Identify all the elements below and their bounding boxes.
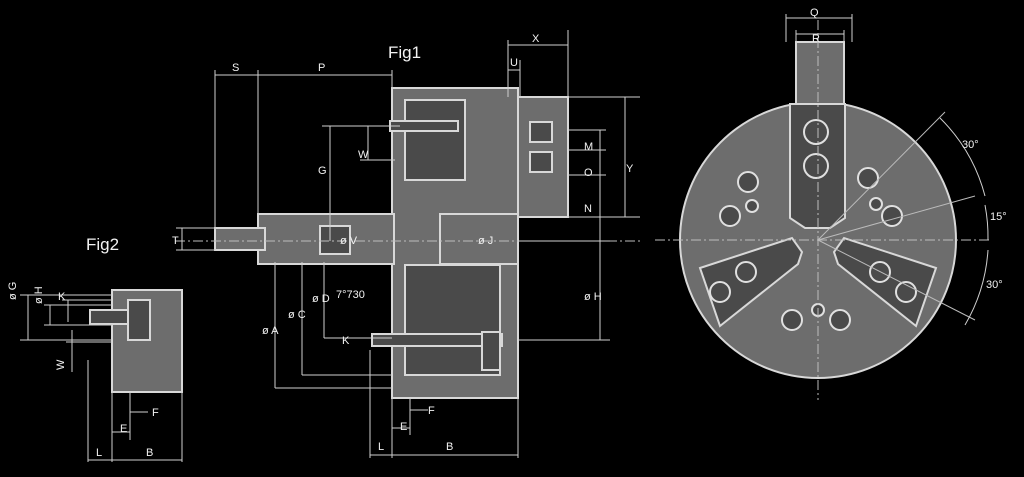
- fig2-label-B: B: [146, 447, 153, 459]
- fig2-dim-B: [112, 392, 183, 462]
- fig2-label-W: W: [55, 359, 67, 370]
- angle-middle: 15°: [990, 211, 1007, 223]
- jaw-extension: [795, 41, 845, 105]
- dim-D: [323, 262, 392, 339]
- fig2-dim-K: [62, 299, 112, 322]
- fig2-label-K: K: [58, 291, 66, 303]
- label-Q: Q: [810, 7, 819, 19]
- dim-Y: [568, 96, 640, 218]
- label-U: U: [510, 57, 518, 69]
- arc-30-bottom: [964, 249, 989, 326]
- dim-S-P: [214, 70, 393, 230]
- fig2-title: Fig2: [86, 235, 119, 254]
- label-E: E: [400, 421, 407, 433]
- dim-W: [360, 126, 395, 161]
- bolt-head: [481, 331, 501, 371]
- jaw-right: [832, 236, 938, 328]
- label-F: F: [428, 405, 435, 417]
- draw-bar-end: [214, 227, 266, 251]
- dim-A: [274, 262, 392, 389]
- label-L: L: [378, 441, 384, 453]
- label-S: S: [232, 62, 239, 74]
- dim-X: [507, 30, 569, 97]
- label-D: ø D: [312, 293, 330, 305]
- label-C: ø C: [288, 309, 306, 321]
- arc-30-top: [939, 117, 986, 197]
- label-R: R: [812, 33, 820, 45]
- arc-15: [984, 204, 989, 241]
- fig2-label-E: E: [120, 423, 127, 435]
- label-T: T: [172, 235, 179, 247]
- front-view-drawing: Q R 30° 15° 30°: [655, 7, 1007, 400]
- dim-U: [508, 60, 521, 97]
- fig2-jaw: [127, 299, 151, 341]
- angle-ray-30-bottom: [817, 239, 976, 321]
- jaw-bolt-lower: [529, 151, 553, 173]
- label-N: N: [584, 203, 592, 215]
- label-taper: 7°730: [336, 289, 365, 301]
- jaw-bolt-upper: [529, 121, 553, 143]
- fig2-label-L: L: [96, 447, 102, 459]
- dim-Q: [785, 14, 853, 42]
- label-P: P: [318, 62, 325, 74]
- label-G: G: [318, 165, 327, 177]
- dim-B: [392, 398, 519, 458]
- angle-bottom: 30°: [986, 279, 1003, 291]
- label-B: B: [446, 441, 453, 453]
- dim-G: [322, 125, 400, 241]
- angle-ray-30-top: [817, 111, 946, 241]
- fig2-dim-G: [20, 294, 112, 341]
- dim-T: [176, 227, 215, 251]
- fig2-dim-W: [66, 330, 112, 372]
- fig2-drawing: Fig2 ø G ø H K W F E L B: [7, 235, 183, 462]
- label-K: K: [342, 335, 350, 347]
- label-A: ø A: [262, 325, 279, 337]
- label-J: ø J: [478, 235, 493, 247]
- dim-E: [392, 398, 411, 435]
- fig2-label-H: ø H: [33, 286, 45, 304]
- dim-R: [795, 30, 845, 42]
- fig1-title: Fig1: [388, 43, 421, 62]
- dim-H: [518, 240, 610, 341]
- top-bolt: [389, 120, 459, 132]
- draw-nut: [319, 225, 351, 255]
- label-H: ø H: [584, 291, 602, 303]
- dim-C: [301, 262, 392, 376]
- angle-ray-15: [817, 195, 976, 241]
- label-M: M: [584, 141, 593, 153]
- fig2-dim-H: [44, 304, 112, 326]
- fig2-dim-E: [112, 392, 131, 440]
- jaw-section-upper: [404, 99, 466, 181]
- fig1-drawing: Fig1 S P X U G W T ø V ø J M O N Y ø H ø…: [172, 30, 640, 458]
- fig2-label-F: F: [152, 407, 159, 419]
- label-Y: Y: [626, 163, 634, 175]
- mounting-bolt: [371, 333, 503, 347]
- angle-top: 30°: [962, 139, 979, 151]
- plunger-section: [439, 213, 519, 265]
- label-V: ø V: [340, 235, 358, 247]
- fig2-label-G: ø G: [7, 282, 19, 300]
- jaw-left: [698, 236, 804, 328]
- label-O: O: [584, 167, 593, 179]
- label-X: X: [532, 33, 540, 45]
- dim-M-O-N: [568, 129, 606, 241]
- label-W: W: [358, 149, 369, 161]
- fig2-dim-L: [87, 360, 113, 462]
